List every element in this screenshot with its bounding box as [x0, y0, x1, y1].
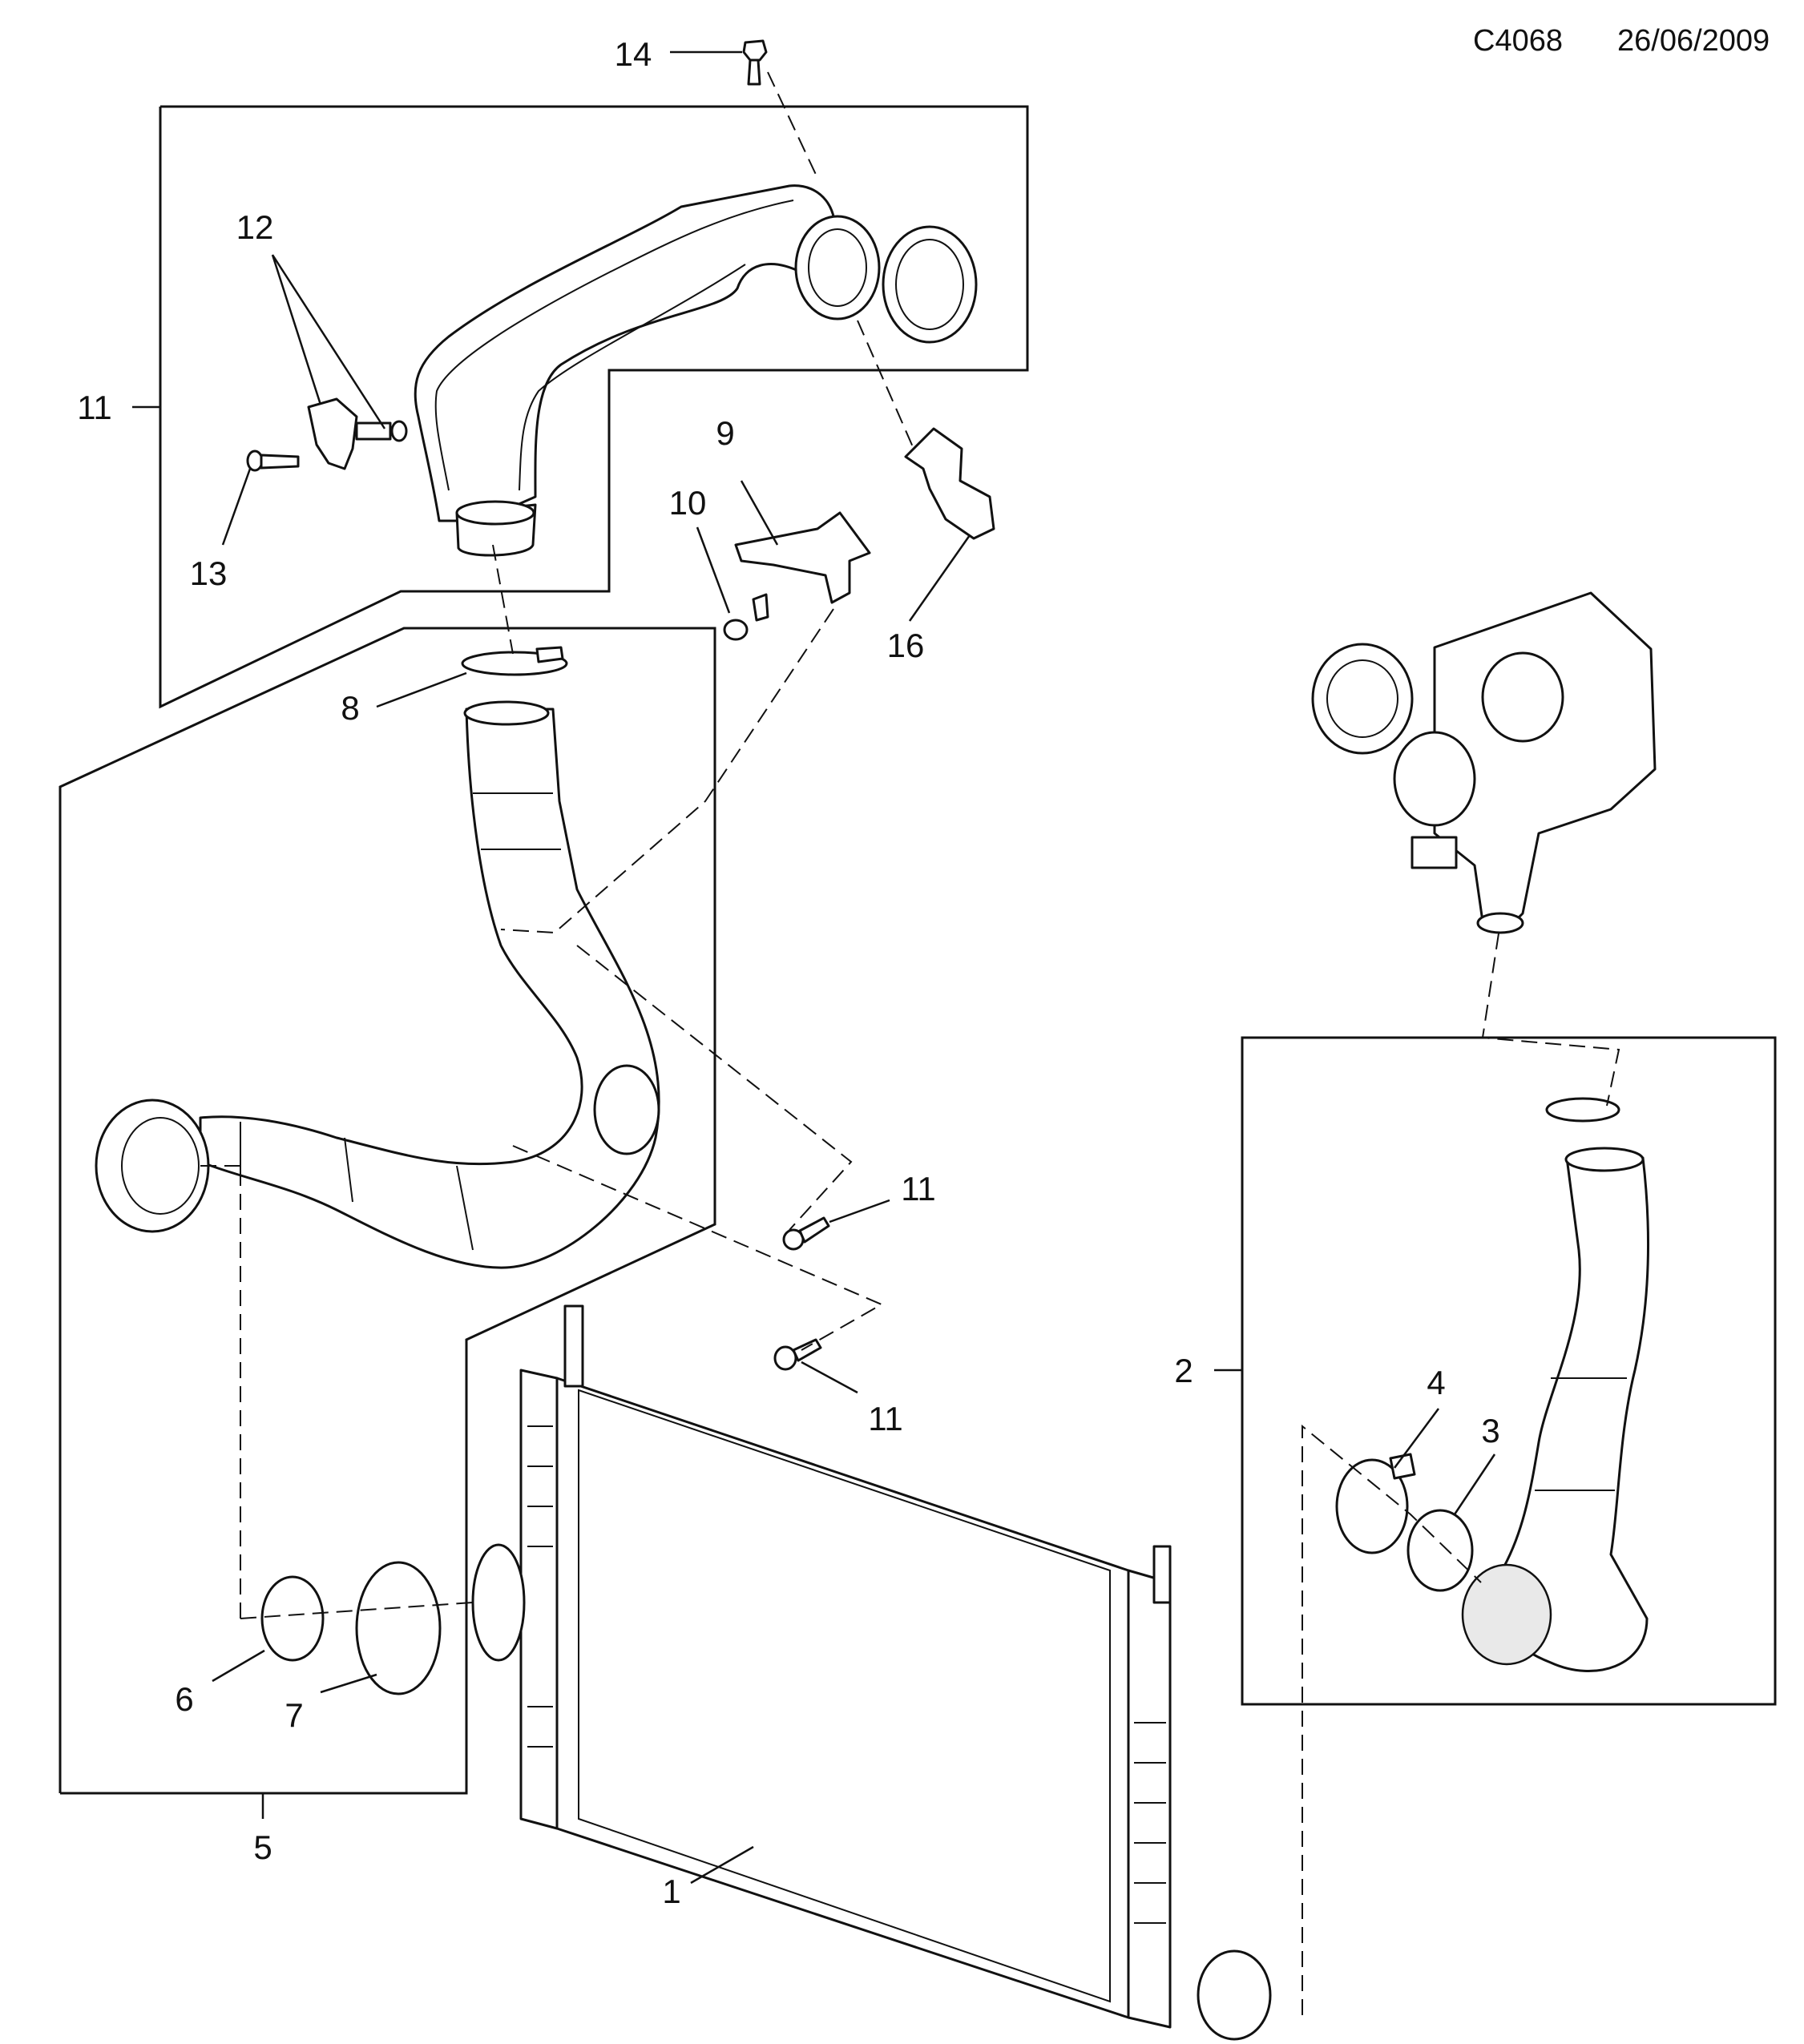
callout-15: 14: [615, 35, 652, 73]
clamp-7: [355, 1561, 442, 1695]
assembly-line-turbo-2: [1481, 933, 1620, 1107]
callout-8: 8: [341, 689, 359, 727]
callout-2: 2: [1174, 1352, 1193, 1389]
callout-7: 7: [285, 1696, 303, 1734]
clamp-4: [1335, 1453, 1416, 1554]
assembly-line-1-4: [1302, 1424, 1482, 2015]
leader-16: [908, 534, 971, 622]
leader-9: [740, 480, 779, 546]
intake-duct-12: [414, 184, 978, 557]
leader-7: [320, 1673, 377, 1694]
frame-group-5: [59, 627, 716, 1795]
screw-10: [723, 593, 769, 641]
diagram-code: C4068: [1473, 24, 1563, 58]
callout-1: 1: [662, 1873, 680, 1910]
callout-16: 16: [887, 627, 925, 664]
callout-3: 3: [1481, 1412, 1499, 1449]
leader-14: [221, 468, 252, 546]
callout-4: 4: [1427, 1364, 1445, 1401]
callout-10: 10: [669, 484, 707, 522]
screw-14: [246, 450, 300, 472]
frame-group-12: [159, 105, 1029, 709]
leader-4: [1393, 1408, 1440, 1469]
bracket-9: [734, 511, 871, 604]
assembly-line-12-8: [492, 544, 514, 655]
bracket-16: [904, 427, 995, 540]
assembly-line-11-lower: [512, 1145, 884, 1351]
leader-11-lower: [801, 1361, 858, 1394]
callout-12: 11: [77, 389, 112, 426]
leader-8: [376, 671, 467, 708]
callout-6: 6: [175, 1680, 193, 1718]
leader-6: [212, 1649, 265, 1683]
assembly-line-6-1: [240, 1602, 474, 1619]
screw-11-upper: [782, 1216, 830, 1251]
leader-1: [690, 1845, 754, 1885]
callout-5: 5: [253, 1828, 272, 1866]
assembly-line-11-upper: [576, 945, 853, 1231]
callout-11-upper: 11: [901, 1170, 936, 1207]
assembly-line-6-5: [200, 1165, 241, 1619]
assembly-line-9-5: [500, 608, 834, 934]
turbocharger: [1311, 591, 1657, 934]
turbo-hose-2: [1461, 1097, 1650, 1673]
seal-ring-6: [260, 1575, 325, 1662]
seal-ring-3: [1406, 1509, 1474, 1592]
leader-3: [1453, 1453, 1496, 1515]
screw-15: [742, 39, 768, 86]
sensor-13: [307, 397, 408, 470]
leader-10: [696, 526, 731, 614]
leader-11-upper: [829, 1199, 890, 1224]
callout-9: 9: [716, 414, 734, 452]
diagram-date: 26/06/2009: [1617, 24, 1770, 58]
screw-11-lower: [773, 1338, 822, 1371]
assembly-line-15-16: [767, 71, 914, 450]
charge-hose-5: [95, 700, 660, 1269]
callout-13: 12: [236, 208, 274, 246]
intercooler-1: [471, 1304, 1272, 2041]
clamp-8: [461, 646, 568, 676]
callout-14: 13: [190, 554, 228, 592]
callout-11-lower: 11: [868, 1400, 903, 1437]
leader-13: [271, 254, 386, 429]
